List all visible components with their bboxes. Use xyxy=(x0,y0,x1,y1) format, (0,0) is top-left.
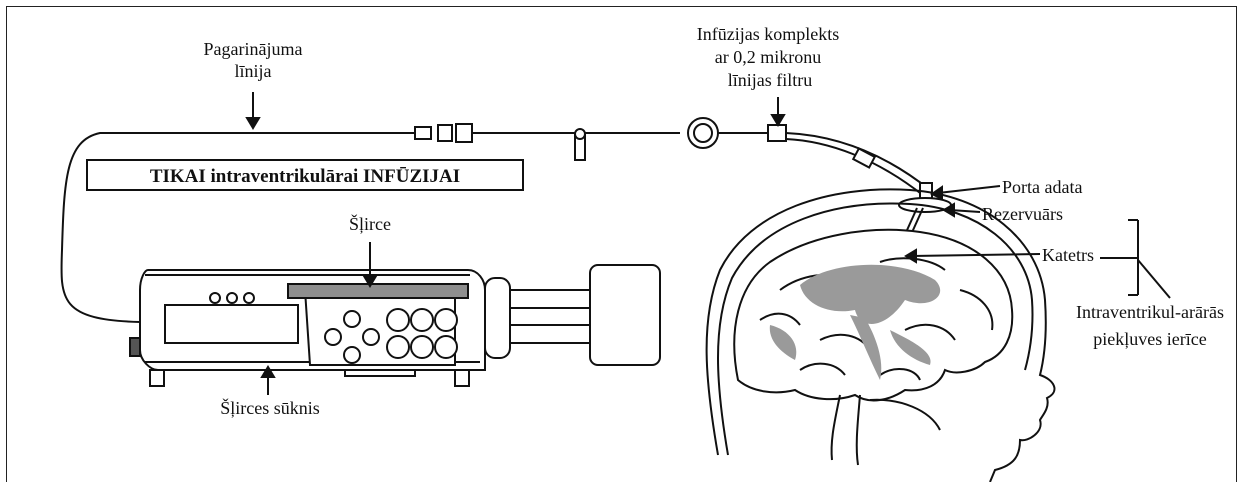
label-access-device-1: Intraventrikul-arārās xyxy=(1076,301,1224,323)
key-up xyxy=(344,311,360,327)
label-infusion-set-1: Infūzijas komplekts xyxy=(697,23,839,45)
label-extension-line-2: līnija xyxy=(235,60,272,82)
banner-intraventricular-only: TIKAI intraventrikulārai INFŪZIJAI xyxy=(86,159,524,191)
label-extension-line-1: Pagarinājuma xyxy=(204,38,303,60)
connector-3 xyxy=(456,124,472,142)
key-down xyxy=(344,347,360,363)
label-access-device-2: piekļuves ierīce xyxy=(1093,328,1206,350)
label-infusion-set-2: ar 0,2 mikronu xyxy=(715,46,821,68)
key-right xyxy=(363,329,379,345)
label-catheter: Katetrs xyxy=(1042,244,1094,266)
label-syringe: Šļirce xyxy=(349,213,391,235)
label-port-needle: Porta adata xyxy=(1002,176,1082,198)
connector-2 xyxy=(438,125,452,141)
pump-display xyxy=(165,305,298,343)
syringe xyxy=(288,284,468,298)
plunger-head xyxy=(590,265,660,365)
label-reservoir: Rezervuārs xyxy=(982,203,1063,225)
label-syringe-pump: Šļirces sūknis xyxy=(220,397,320,419)
brainstem xyxy=(832,395,840,460)
key-left xyxy=(325,329,341,345)
label-infusion-set-3: līnijas filtru xyxy=(728,69,813,91)
connector-1 xyxy=(415,127,431,139)
syringe-pump xyxy=(130,265,660,386)
connector-4 xyxy=(768,125,786,141)
